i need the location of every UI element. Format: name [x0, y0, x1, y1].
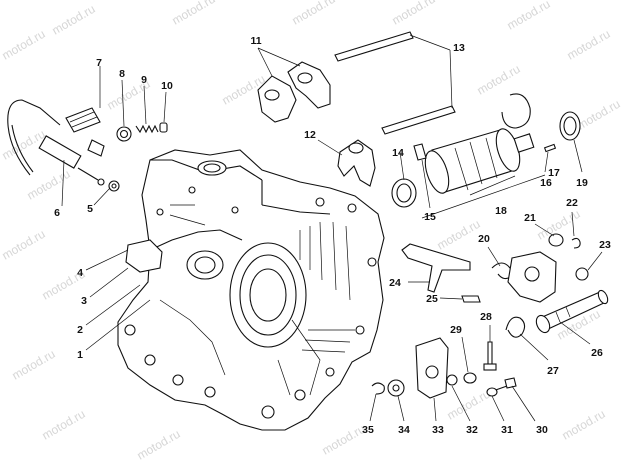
callout-12: 12 — [304, 129, 316, 141]
watermark: motod.ru — [445, 387, 493, 423]
watermark: motod.ru — [0, 27, 48, 63]
callout-9: 9 — [141, 74, 147, 86]
callout-30: 30 — [536, 424, 548, 436]
watermark: motod.ru — [575, 97, 623, 133]
ring-19 — [559, 111, 581, 141]
callout-24: 24 — [389, 277, 401, 289]
callout-17-visible: 17 — [548, 167, 560, 179]
watermark: motod.ru — [560, 407, 608, 443]
watermark: motod.ru — [390, 0, 438, 28]
selector-plate — [507, 251, 557, 303]
callout-19: 19 — [576, 177, 588, 189]
watermark: motod.ru — [435, 217, 483, 253]
washer-21 — [548, 233, 564, 247]
pin-15 — [413, 143, 427, 161]
callout-8: 8 — [119, 68, 125, 80]
leader-lines — [61, 34, 603, 422]
callout-4: 4 — [77, 267, 83, 279]
watermark: motod.ru — [170, 0, 218, 28]
callout-23: 23 — [599, 239, 611, 251]
watermark: motod.ru — [50, 2, 98, 38]
callout-7: 7 — [96, 57, 102, 69]
sensor-7 — [65, 107, 105, 157]
bolt-30 — [504, 377, 517, 389]
callout-22: 22 — [566, 197, 578, 209]
watermark: motod.ru — [505, 0, 553, 33]
circlip-22 — [571, 237, 581, 249]
callout-34: 34 — [398, 424, 410, 436]
bracket-33 — [415, 337, 449, 399]
washer-5 — [108, 180, 120, 192]
o-ring-8 — [116, 126, 132, 142]
washer-31 — [486, 387, 498, 397]
lever-24 — [401, 243, 471, 293]
shift-drum — [424, 128, 535, 194]
plunger-10 — [159, 122, 168, 133]
callout-18: 18 — [495, 205, 507, 217]
crankcase — [117, 149, 385, 431]
callout-16: 16 — [540, 177, 552, 189]
callout-29: 29 — [450, 324, 462, 336]
callout-13: 13 — [453, 42, 465, 54]
watermark: motod.ru — [320, 422, 368, 458]
callout-35: 35 — [362, 424, 374, 436]
shift-shaft-26 — [535, 289, 609, 334]
callout-3: 3 — [81, 295, 87, 307]
callout-27: 27 — [547, 365, 559, 377]
spring-9 — [135, 124, 159, 134]
callout-1: 1 — [77, 349, 83, 361]
callout-14: 14 — [392, 147, 404, 159]
speed-sensor-cable — [7, 99, 105, 186]
watermark: motod.ru — [25, 167, 73, 203]
shift-fork-12 — [337, 139, 376, 187]
callout-33: 33 — [432, 424, 444, 436]
callout-2: 2 — [77, 324, 83, 336]
watermark: motod.ru — [0, 227, 48, 263]
callout-labels: 1 2 3 4 5 6 7 8 9 10 11 12 13 14 15 16 1… — [54, 35, 611, 436]
callout-11: 11 — [250, 35, 261, 47]
screw-25 — [461, 295, 481, 303]
watermark: motod.ru — [290, 0, 338, 28]
circlip-35 — [371, 382, 385, 395]
pin-17 — [543, 143, 557, 153]
washer-23 — [575, 267, 589, 281]
shift-forks — [257, 61, 331, 123]
washer-34 — [387, 379, 405, 397]
watermark: motod.ru — [40, 407, 88, 443]
watermark: motod.ru — [135, 427, 183, 463]
callout-6: 6 — [54, 207, 60, 219]
callout-28: 28 — [480, 311, 492, 323]
fork-shafts — [334, 31, 456, 135]
callout-26: 26 — [591, 347, 603, 359]
callout-20: 20 — [478, 233, 490, 245]
circlip-16 — [501, 93, 531, 129]
washer-32 — [446, 374, 458, 386]
callout-15: 15 — [424, 211, 436, 223]
washer-29 — [463, 372, 477, 384]
watermark: motod.ru — [565, 27, 613, 63]
callout-21: 21 — [524, 212, 536, 224]
ring-14 — [391, 178, 417, 208]
watermark: motod.ru — [10, 347, 58, 383]
callout-10: 10 — [161, 80, 173, 92]
callout-5: 5 — [87, 203, 93, 215]
spring-27 — [505, 316, 526, 338]
watermark: motod.ru — [475, 62, 523, 98]
callout-25: 25 — [426, 293, 438, 305]
callout-31: 31 — [501, 424, 513, 436]
callout-32: 32 — [466, 424, 478, 436]
